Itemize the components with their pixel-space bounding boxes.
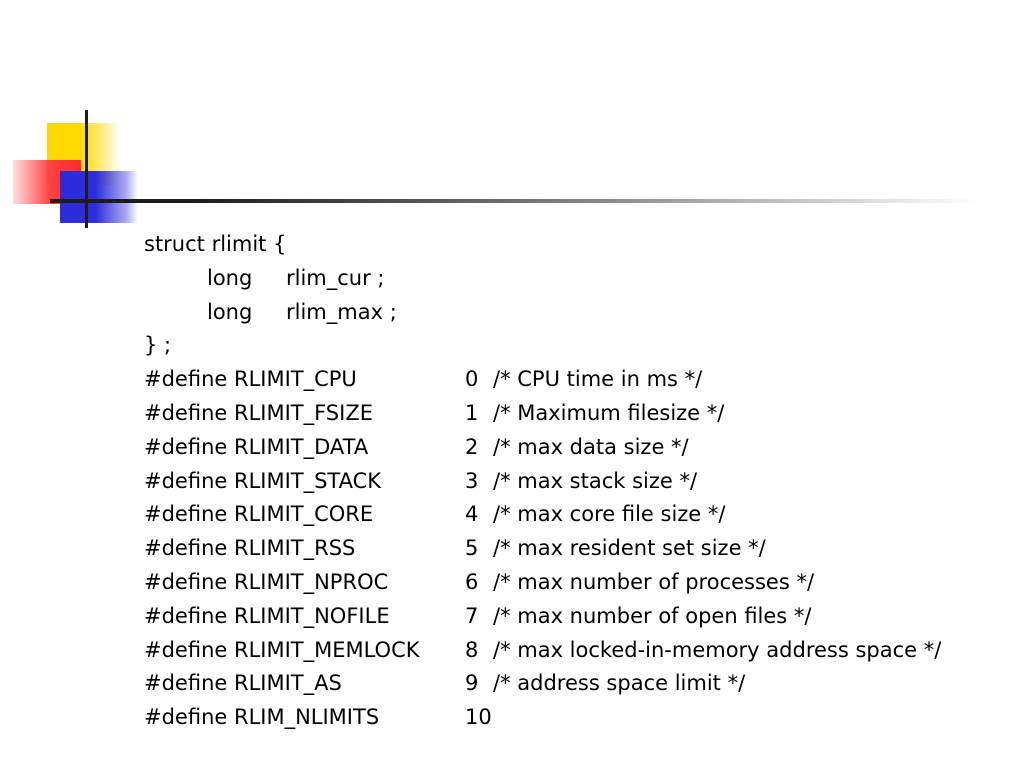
- define-name: #define RLIMIT_RSS: [144, 536, 356, 561]
- define-value: 7: [465, 603, 479, 628]
- define-row: #define RLIM_NLIMITS 10: [144, 701, 1004, 735]
- define-name: #define RLIMIT_NPROC: [144, 569, 389, 594]
- struct-field: long rlim_max ;: [207, 296, 397, 330]
- define-row: #define RLIMIT_DATA 2 /* max data size *…: [144, 431, 1004, 465]
- define-row: #define RLIMIT_MEMLOCK 8 /* max locked-i…: [144, 634, 1004, 668]
- define-value: 5: [465, 536, 479, 561]
- define-row: #define RLIMIT_FSIZE 1 /* Maximum filesi…: [144, 397, 1004, 431]
- code-block: struct rlimit { long rlim_cur ; long rlim_…: [144, 228, 1004, 735]
- struct-field-row: long rlim_cur ;: [144, 262, 1004, 296]
- define-value: 8: [465, 637, 479, 662]
- define-row: #define RLIMIT_CPU 0 /* CPU time in ms *…: [144, 363, 1004, 397]
- define-value: 3: [465, 468, 479, 493]
- struct-open-line: struct rlimit {: [144, 232, 287, 256]
- field-name: rlim_max ;: [286, 299, 397, 324]
- define-name: #define RLIMIT_STACK: [144, 468, 382, 493]
- define-name: #define RLIMIT_NOFILE: [144, 603, 390, 628]
- define-name: #define RLIM_NLIMITS: [144, 705, 380, 730]
- struct-field-row: long rlim_max ;: [144, 296, 1004, 330]
- define-value: 2: [465, 434, 479, 459]
- define-row: #define RLIMIT_AS 9 /* address space lim…: [144, 667, 1004, 701]
- logo-vertical-line: [85, 110, 88, 228]
- define-row: #define RLIMIT_RSS 5 /* max resident set…: [144, 532, 1004, 566]
- define-value: 4: [465, 502, 479, 527]
- define-name: #define RLIMIT_CORE: [144, 502, 374, 527]
- define-value: 10: [465, 705, 492, 730]
- define-comment: /* max data size */: [493, 434, 689, 459]
- define-comment: /* max locked-in-memory address space */: [493, 637, 942, 662]
- define-comment: /* max number of processes */: [493, 569, 815, 594]
- define-value: 0: [465, 367, 479, 392]
- define-comment: /* Maximum filesize */: [493, 400, 725, 425]
- define-row: #define RLIMIT_NPROC 6 /* max number of …: [144, 566, 1004, 600]
- field-type: long: [207, 299, 253, 324]
- define-name: #define RLIMIT_DATA: [144, 434, 369, 459]
- define-comment: /* max stack size */: [493, 468, 698, 493]
- define-value: 6: [465, 569, 479, 594]
- define-comment: /* address space limit */: [493, 671, 746, 696]
- struct-field: long rlim_cur ;: [207, 262, 385, 296]
- logo-blue-square: [60, 171, 138, 223]
- slide-logo: [0, 0, 140, 240]
- field-type: long: [207, 265, 253, 290]
- define-row: #define RLIMIT_CORE 4 /* max core file s…: [144, 498, 1004, 532]
- struct-close-line: } ;: [144, 333, 172, 358]
- define-comment: /* max core file size */: [493, 502, 726, 527]
- define-name: #define RLIMIT_CPU: [144, 367, 357, 392]
- define-name: #define RLIMIT_MEMLOCK: [144, 637, 420, 662]
- define-comment: /* CPU time in ms */: [493, 367, 703, 392]
- define-value: 1: [465, 400, 479, 425]
- define-name: #define RLIMIT_AS: [144, 671, 342, 696]
- define-name: #define RLIMIT_FSIZE: [144, 400, 373, 425]
- define-comment: /* max number of open files */: [493, 603, 812, 628]
- define-row: #define RLIMIT_STACK 3 /* max stack size…: [144, 465, 1004, 499]
- define-row: #define RLIMIT_NOFILE 7 /* max number of…: [144, 600, 1004, 634]
- define-comment: /* max resident set size */: [493, 536, 766, 561]
- define-value: 9: [465, 671, 479, 696]
- title-divider: [50, 199, 980, 203]
- field-name: rlim_cur ;: [286, 265, 385, 290]
